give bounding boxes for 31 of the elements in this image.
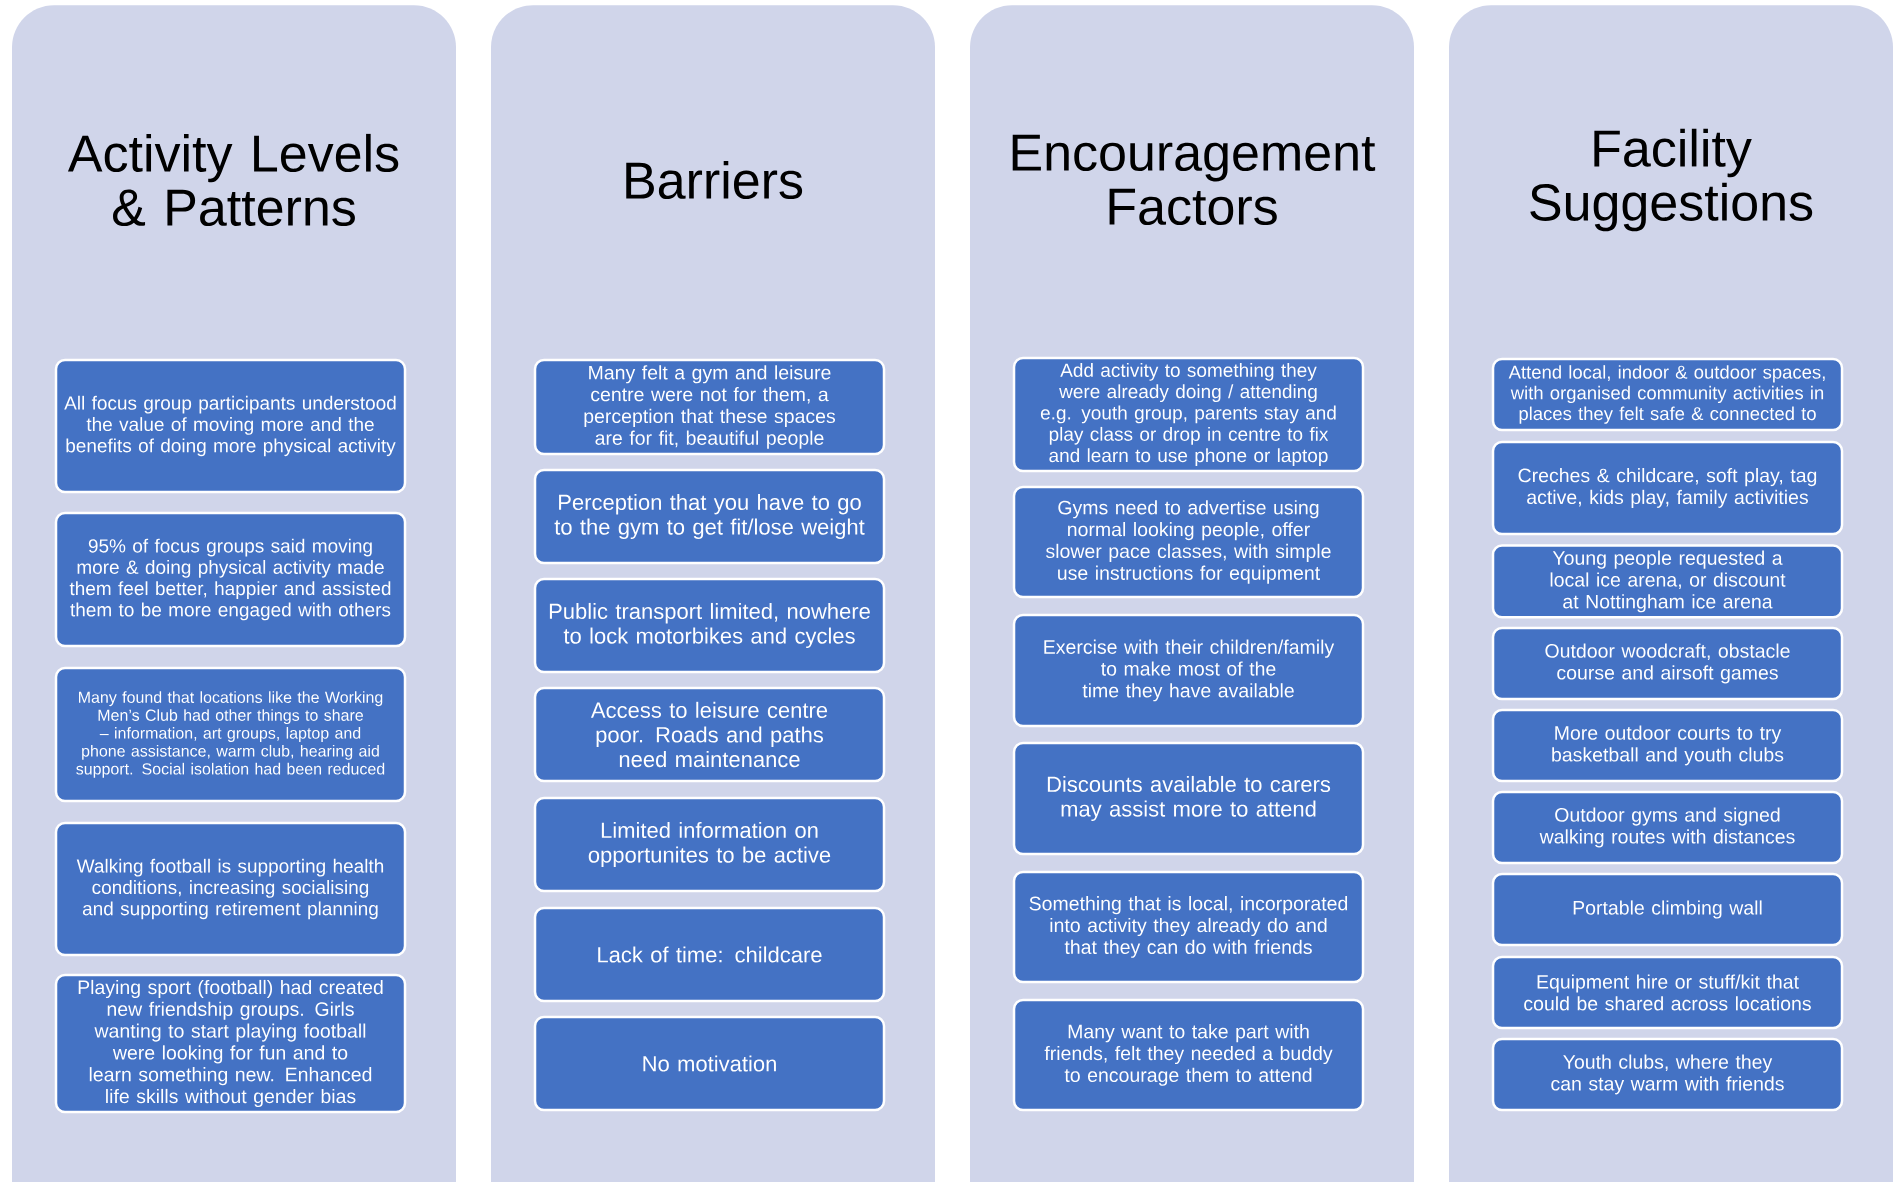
column-heading: Encouragement Factors [1012, 134, 1376, 226]
text-box: Perception that you have to go to the gym to get fit/lose weight [533, 468, 886, 565]
column-heading: Activity Levels & Patterns [67, 133, 399, 227]
text-box: Young people requested a local ice arena, or discount at Nottingham ice arena [1491, 544, 1844, 619]
text-box: Exercise with their children/family to make most of the time they have available [1012, 613, 1365, 728]
text-box: Walking football is supporting health conditions, increasing socialising and supporting retirement planning [54, 821, 407, 957]
text-box: Equipment hire or stuff/kit that could be shared across locations [1491, 955, 1844, 1030]
text-box: Add activity to something they were already doing / attending e.g. youth group, parents stay and play class or drop in centre to fix and learn to use phone or laptop [1012, 356, 1365, 473]
text-box: All focus group participants understood the value of moving more and the benefits of doing more physical activity [54, 358, 407, 494]
text-box: Gyms need to advertise using normal looking people, offer slower pace classes, with simple use instructions for equipment [1012, 485, 1365, 599]
text-box: Many felt a gym and leisure centre were not for them, a perception that these spaces are for fit, beautiful people [533, 358, 886, 456]
text-box: Lack of time: childcare [533, 906, 886, 1003]
text-box: Outdoor gyms and signed walking routes with distances [1491, 790, 1844, 865]
text-box: More outdoor courts to try basketball and youth clubs [1491, 708, 1844, 783]
text-box: Limited information on opportunites to be active [533, 796, 886, 893]
text-box: Youth clubs, where they can stay warm with friends [1491, 1037, 1844, 1112]
text-box: Creches & childcare, soft play, tag active, kids play, family activities [1491, 440, 1844, 536]
text-box: Playing sport (football) had created new friendship groups. Girls wanting to start playing football were looking for fun and to learn something new. Enhanced life skills without gender bias [54, 973, 407, 1114]
text-box: Many want to take part with friends, felt they needed a buddy to encourage them to attend [1012, 998, 1365, 1112]
text-box: 95% of focus groups said moving more & doing physical activity made them feel better, happier and assisted them to be more engaged with others [54, 511, 407, 648]
column-heading: Barriers [626, 160, 803, 200]
column-heading: Facility Suggestions [1530, 128, 1813, 232]
text-box: Attend local, indoor & outdoor spaces, with organised community activities in places they felt safe & connected to [1491, 357, 1844, 432]
text-box: Access to leisure centre poor. Roads and paths need maintenance [533, 686, 886, 783]
text-box: Something that is local, incorporated into activity they already do and that they can do with friends [1012, 870, 1365, 984]
text-box: No motivation [533, 1015, 886, 1112]
text-box: Portable climbing wall [1491, 872, 1844, 947]
text-box: Outdoor woodcraft, obstacle course and airsoft games [1491, 626, 1844, 701]
text-box: Discounts available to carers may assist more to attend [1012, 741, 1365, 856]
text-box: Public transport limited, nowhere to lock motorbikes and cycles [533, 577, 886, 674]
text-box: Many found that locations like the Working Men’s Club had other things to share – information, art groups, laptop and phone assistance, warm club, hearing aid support. Social isolation had been reduced [54, 666, 407, 803]
